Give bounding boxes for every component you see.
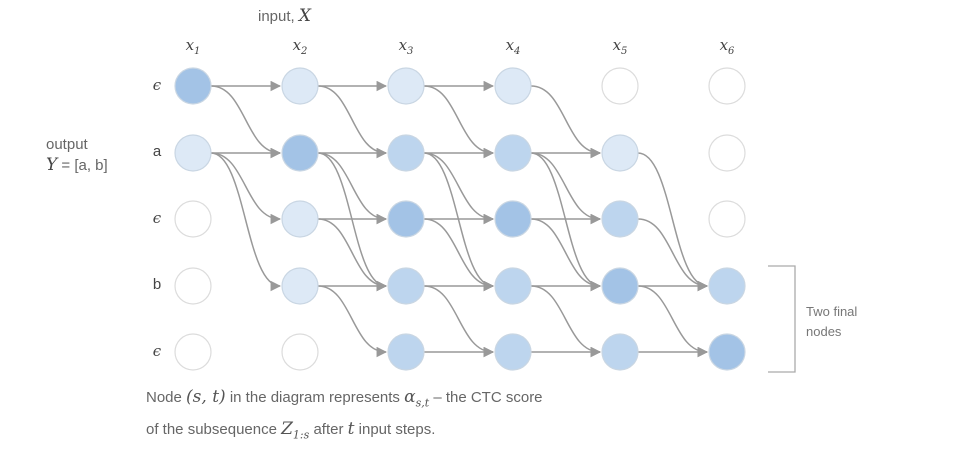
transition-arrow-25	[530, 85, 602, 159]
node-ϵ-row1-col4	[494, 67, 532, 105]
transition-arrows	[210, 80, 709, 358]
output-token-label-2: a	[152, 143, 162, 160]
node-ϵ-row5-col6	[708, 333, 746, 371]
input-step-label-2: x2	[292, 36, 308, 57]
node-b-row4-col1	[174, 267, 212, 305]
ctc-lattice-diagram	[174, 67, 796, 373]
node-b-row4-col5	[601, 267, 639, 305]
transition-arrow-27	[530, 152, 602, 225]
transition-arrow-14	[317, 285, 388, 358]
transition-arrow-2	[210, 85, 282, 159]
output-token-label-3: ϵ	[152, 209, 162, 227]
transition-arrow-30	[530, 218, 602, 292]
input-step-label-5: x5	[612, 36, 628, 57]
final-nodes-label: Two final nodes	[806, 304, 858, 339]
node-ϵ-row3-col6	[708, 200, 746, 238]
node-symbol: (s, t)	[186, 387, 226, 407]
node-ϵ-row1-col5	[601, 67, 639, 105]
output-label-text: output	[46, 136, 88, 153]
diagram-caption: Node (s, t) in the diagram represents αs…	[146, 387, 543, 442]
node-ϵ-row3-col3	[387, 200, 425, 238]
node-a-row2-col3	[387, 134, 425, 172]
node-ϵ-row5-col2	[281, 333, 319, 371]
input-step-label-6: x6	[719, 36, 735, 57]
node-a-row2-col4	[494, 134, 532, 172]
input-label-text: input,	[258, 8, 295, 25]
z-symbol: Z1:s	[281, 419, 310, 442]
transition-arrow-32	[530, 285, 602, 358]
node-a-row2-col1	[174, 134, 212, 172]
node-b-row4-col6	[708, 267, 746, 305]
node-ϵ-row3-col4	[494, 200, 532, 238]
node-ϵ-row1-col3	[387, 67, 425, 105]
node-a-row2-col6	[708, 134, 746, 172]
transition-arrow-18	[423, 152, 495, 225]
node-ϵ-row1-col1	[174, 67, 212, 105]
transition-arrow-23	[423, 285, 495, 358]
transition-arrow-12	[317, 218, 388, 292]
output-label: output Y = [a, b]	[46, 134, 108, 176]
node-a-row2-col5	[601, 134, 639, 172]
node-ϵ-row3-col5	[601, 200, 639, 238]
node-b-row4-col4	[494, 267, 532, 305]
node-ϵ-row5-col5	[601, 333, 639, 371]
transition-arrow-16	[423, 85, 495, 159]
node-ϵ-row5-col1	[174, 333, 212, 371]
transition-arrow-34	[637, 152, 709, 292]
transition-arrow-9	[317, 152, 388, 225]
input-symbol: X	[298, 6, 311, 26]
node-ϵ-row1-col2	[281, 67, 319, 105]
node-b-row4-col3	[387, 267, 425, 305]
node-ϵ-row5-col3	[387, 333, 425, 371]
alpha-symbol: αs,t	[404, 387, 430, 410]
output-token-label-5: ϵ	[152, 342, 162, 360]
input-step-label-1: x1	[185, 36, 201, 57]
transition-arrow-7	[317, 85, 388, 159]
output-symbol: Y	[46, 155, 58, 175]
input-label: input, X	[258, 6, 311, 26]
node-ϵ-row5-col4	[494, 333, 532, 371]
node-ϵ-row3-col2	[281, 200, 319, 238]
transition-arrow-21	[423, 218, 495, 292]
node-ϵ-row1-col6	[708, 67, 746, 105]
output-token-label-1: ϵ	[152, 76, 162, 94]
node-a-row2-col2	[281, 134, 319, 172]
node-b-row4-col2	[281, 267, 319, 305]
output-token-label-4: b	[152, 276, 162, 293]
transition-arrow-4	[210, 152, 282, 225]
t-symbol: t	[347, 419, 355, 440]
transition-arrow-37	[637, 285, 709, 358]
transition-arrow-5	[210, 152, 282, 292]
node-ϵ-row3-col1	[174, 200, 212, 238]
input-step-label-4: x4	[505, 36, 521, 57]
input-step-label-3: x3	[398, 36, 414, 57]
transition-arrow-35	[637, 218, 709, 292]
lattice-nodes	[174, 67, 746, 371]
final-nodes-bracket	[768, 265, 796, 373]
output-sequence: = [a, b]	[61, 157, 108, 174]
